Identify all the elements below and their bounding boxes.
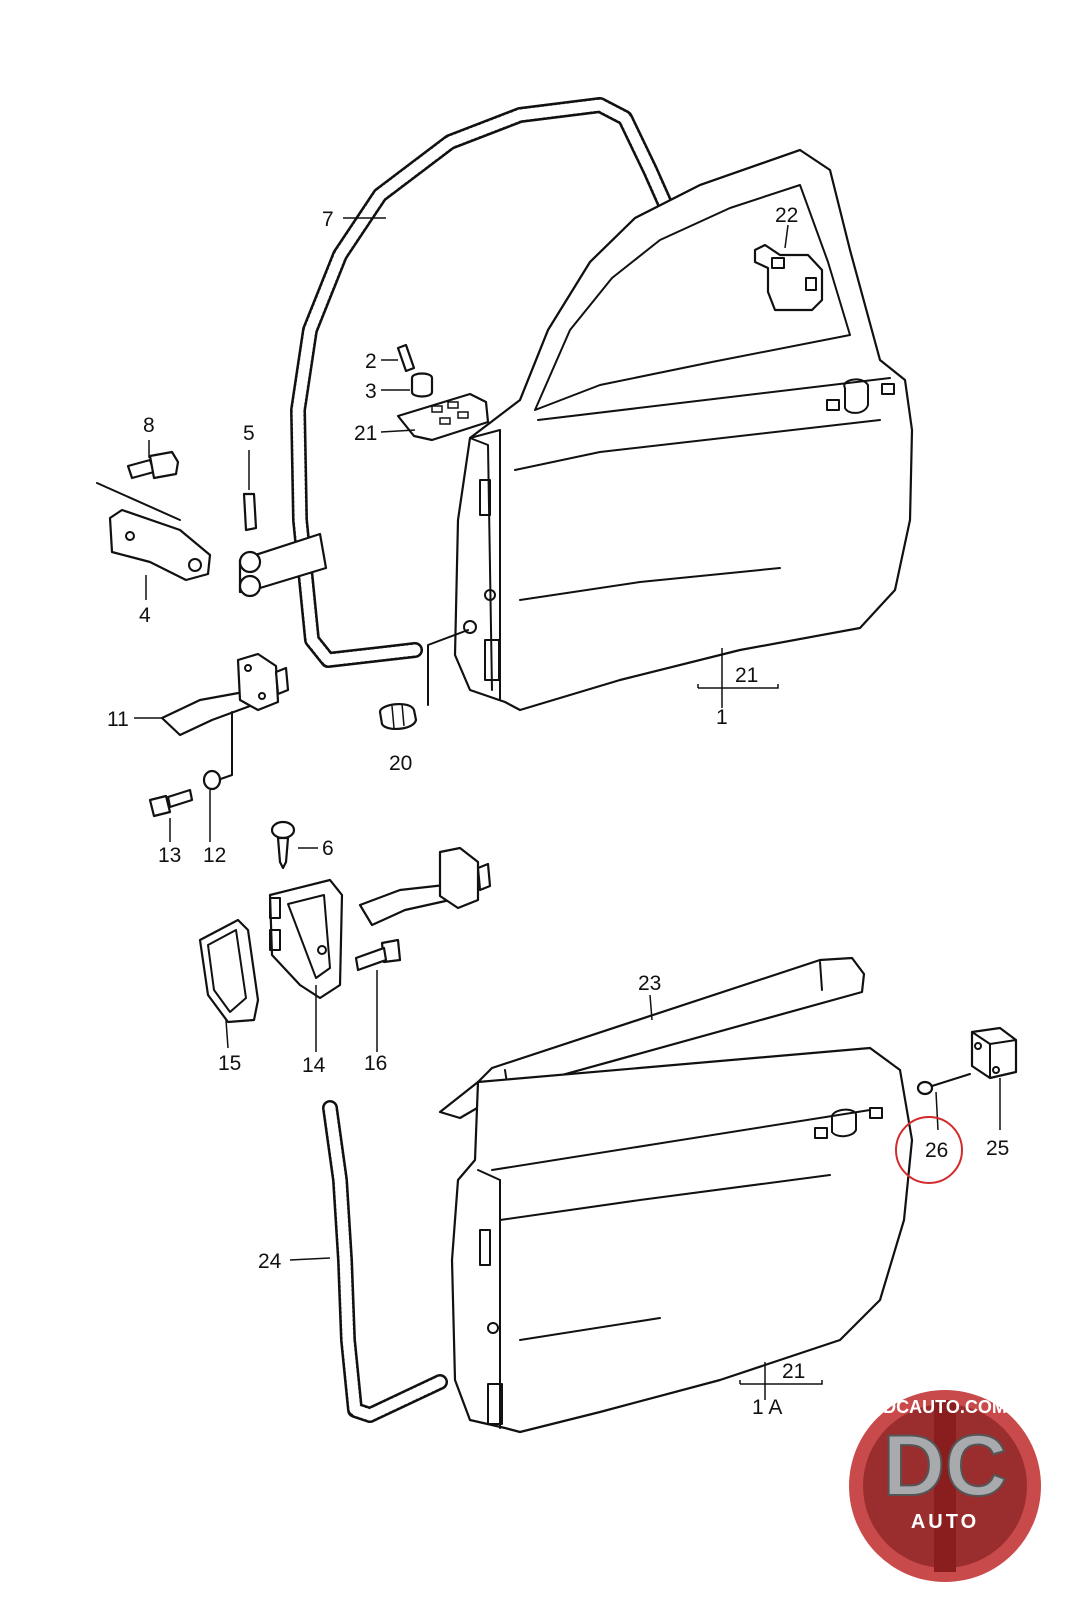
callout-24: 24 — [258, 1250, 282, 1273]
logo-auto-text: AUTO — [911, 1511, 979, 1533]
callout-21-hinge: 21 — [354, 422, 377, 445]
callout-2: 2 — [365, 350, 377, 373]
part-2-pin — [396, 343, 416, 373]
door-shell-lower — [450, 1046, 914, 1434]
part-14-bracket — [268, 878, 344, 1000]
callout-25: 25 — [986, 1137, 1009, 1160]
callout-14: 14 — [302, 1054, 326, 1077]
part-13-bolt — [148, 788, 194, 818]
callout-15: 15 — [218, 1052, 241, 1075]
callout-1a: 1 A — [752, 1396, 782, 1419]
callout-26: 26 — [925, 1139, 948, 1162]
part-20-connector — [378, 629, 469, 730]
callout-1: 1 — [716, 706, 728, 729]
door-hinge-body — [238, 532, 328, 598]
highlight-circle-26 — [895, 1116, 963, 1184]
callout-11: 11 — [107, 708, 129, 731]
callout-12: 12 — [203, 844, 226, 867]
part-16-bolt — [354, 938, 402, 972]
callout-3: 3 — [365, 380, 377, 403]
callout-16: 16 — [364, 1052, 387, 1075]
check-strap-lower — [358, 846, 492, 927]
part-11-check-strap — [160, 652, 290, 783]
callout-13: 13 — [158, 844, 181, 867]
door-seal-lower — [322, 1100, 448, 1423]
part-5-pin — [242, 492, 258, 532]
callout-21-lower-door: 21 — [782, 1360, 805, 1383]
callout-22: 22 — [775, 204, 798, 227]
callout-20: 20 — [389, 752, 412, 775]
callout-5: 5 — [243, 422, 255, 445]
part-8-bolt — [96, 450, 181, 521]
part-26-screw — [916, 1073, 971, 1096]
part-25-block — [970, 1026, 1018, 1080]
part-3-bushing — [410, 372, 434, 398]
callout-labels: 7 22 2 3 21 8 5 4 11 20 21 1 13 12 6 23 … — [107, 204, 1009, 1419]
logo-site-text: DCAUTO.COM — [883, 1397, 1007, 1417]
logo-initials: DC — [883, 1418, 1007, 1514]
callout-21-upper-door: 21 — [735, 664, 758, 687]
callout-23: 23 — [638, 972, 661, 995]
door-shell-upper — [453, 148, 914, 712]
leader-lines — [134, 217, 1001, 1400]
callout-8: 8 — [143, 414, 155, 437]
part-6-screw — [270, 820, 296, 870]
part-22-bracket — [753, 243, 824, 312]
part-12-washer — [202, 769, 222, 791]
part-4-hinge — [108, 508, 212, 582]
callout-4: 4 — [139, 604, 151, 627]
callout-6: 6 — [322, 837, 334, 860]
callout-7: 7 — [322, 208, 334, 231]
part-15-gasket — [198, 918, 260, 1024]
part-21-hinge-plate — [396, 392, 490, 442]
dcauto-logo: DCAUTO.COM DC AUTO — [849, 1390, 1041, 1582]
